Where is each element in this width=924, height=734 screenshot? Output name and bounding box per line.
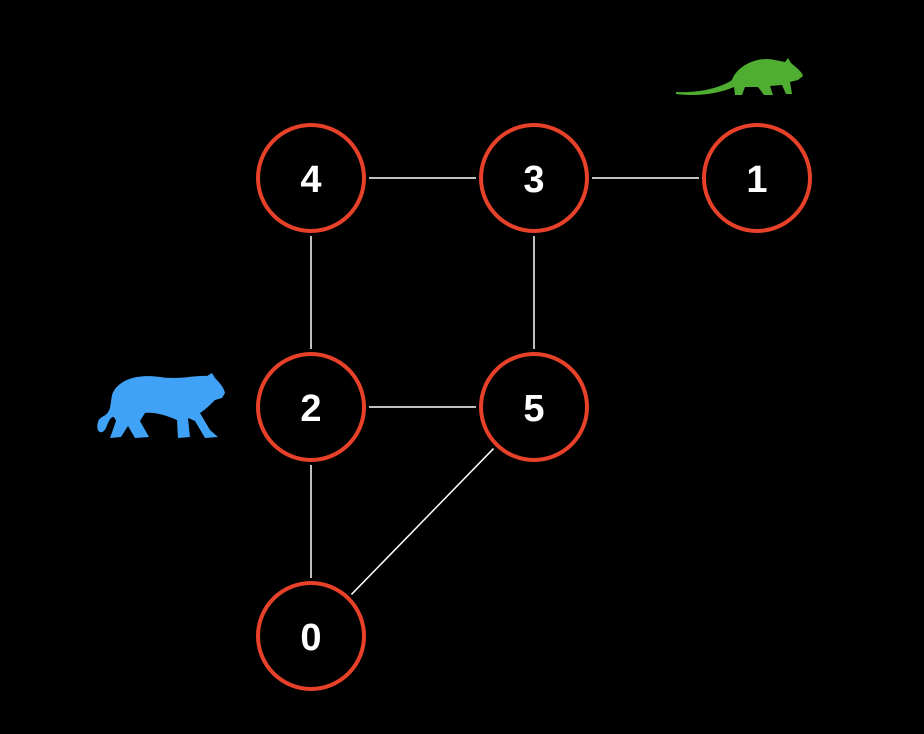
node-circle [256, 123, 366, 233]
node-1: 1 [702, 123, 812, 233]
node-circle [702, 123, 812, 233]
node-label: 0 [300, 617, 321, 659]
node-label: 2 [300, 388, 321, 430]
node-3: 3 [479, 123, 589, 233]
node-0: 0 [256, 581, 366, 691]
node-label: 1 [746, 159, 767, 201]
node-2: 2 [256, 352, 366, 462]
edge-0-5 [350, 448, 495, 595]
node-circle [256, 581, 366, 691]
node-circle [479, 352, 589, 462]
nodes: 4 3 1 2 5 0 [256, 123, 812, 691]
node-label: 3 [523, 159, 544, 201]
tiger-icon [97, 373, 225, 438]
node-label: 4 [300, 159, 321, 201]
mouse-icon [676, 58, 803, 96]
node-4: 4 [256, 123, 366, 233]
node-circle [479, 123, 589, 233]
node-circle [256, 352, 366, 462]
node-5: 5 [479, 352, 589, 462]
edges [310, 177, 699, 595]
node-label: 5 [523, 388, 544, 430]
